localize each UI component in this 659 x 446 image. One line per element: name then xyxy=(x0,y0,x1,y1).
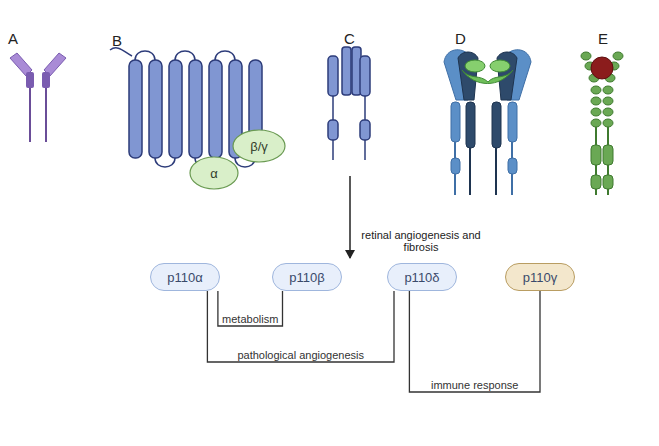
edge-label: pathological angiogenesis xyxy=(237,349,364,361)
annotation-text: retinal angiogenesis and fibrosis xyxy=(360,229,482,253)
receptor-e xyxy=(581,52,623,195)
bracket-connector xyxy=(218,291,283,326)
subunit-oval: β/γ xyxy=(232,129,286,163)
bracket-connector xyxy=(409,291,540,392)
isoform-box: p110γ xyxy=(505,263,575,291)
signal-arrow xyxy=(349,176,351,258)
node-text: α xyxy=(210,166,218,181)
panel-letter: E xyxy=(598,30,618,47)
edge-label: metabolism xyxy=(222,313,278,325)
panel-letter: C xyxy=(344,30,364,47)
bracket-connector xyxy=(207,291,394,362)
node-text: p110γ xyxy=(523,270,557,285)
panel-letter: A xyxy=(8,30,28,47)
isoform-box: p110δ xyxy=(387,263,457,291)
panel-letter: D xyxy=(455,30,475,47)
receptor-a xyxy=(10,53,66,142)
receptor-c xyxy=(328,47,370,160)
node-text: β/γ xyxy=(250,139,268,154)
receptor-d xyxy=(444,50,531,195)
node-text: p110β xyxy=(289,270,324,285)
isoform-box: p110β xyxy=(272,263,342,291)
isoform-box: p110α xyxy=(150,263,220,291)
edge-label: immune response xyxy=(431,379,518,391)
subunit-oval: α xyxy=(189,156,239,190)
node-text: p110δ xyxy=(404,270,439,285)
panel-letter: B xyxy=(112,32,132,49)
node-text: p110α xyxy=(167,270,202,285)
